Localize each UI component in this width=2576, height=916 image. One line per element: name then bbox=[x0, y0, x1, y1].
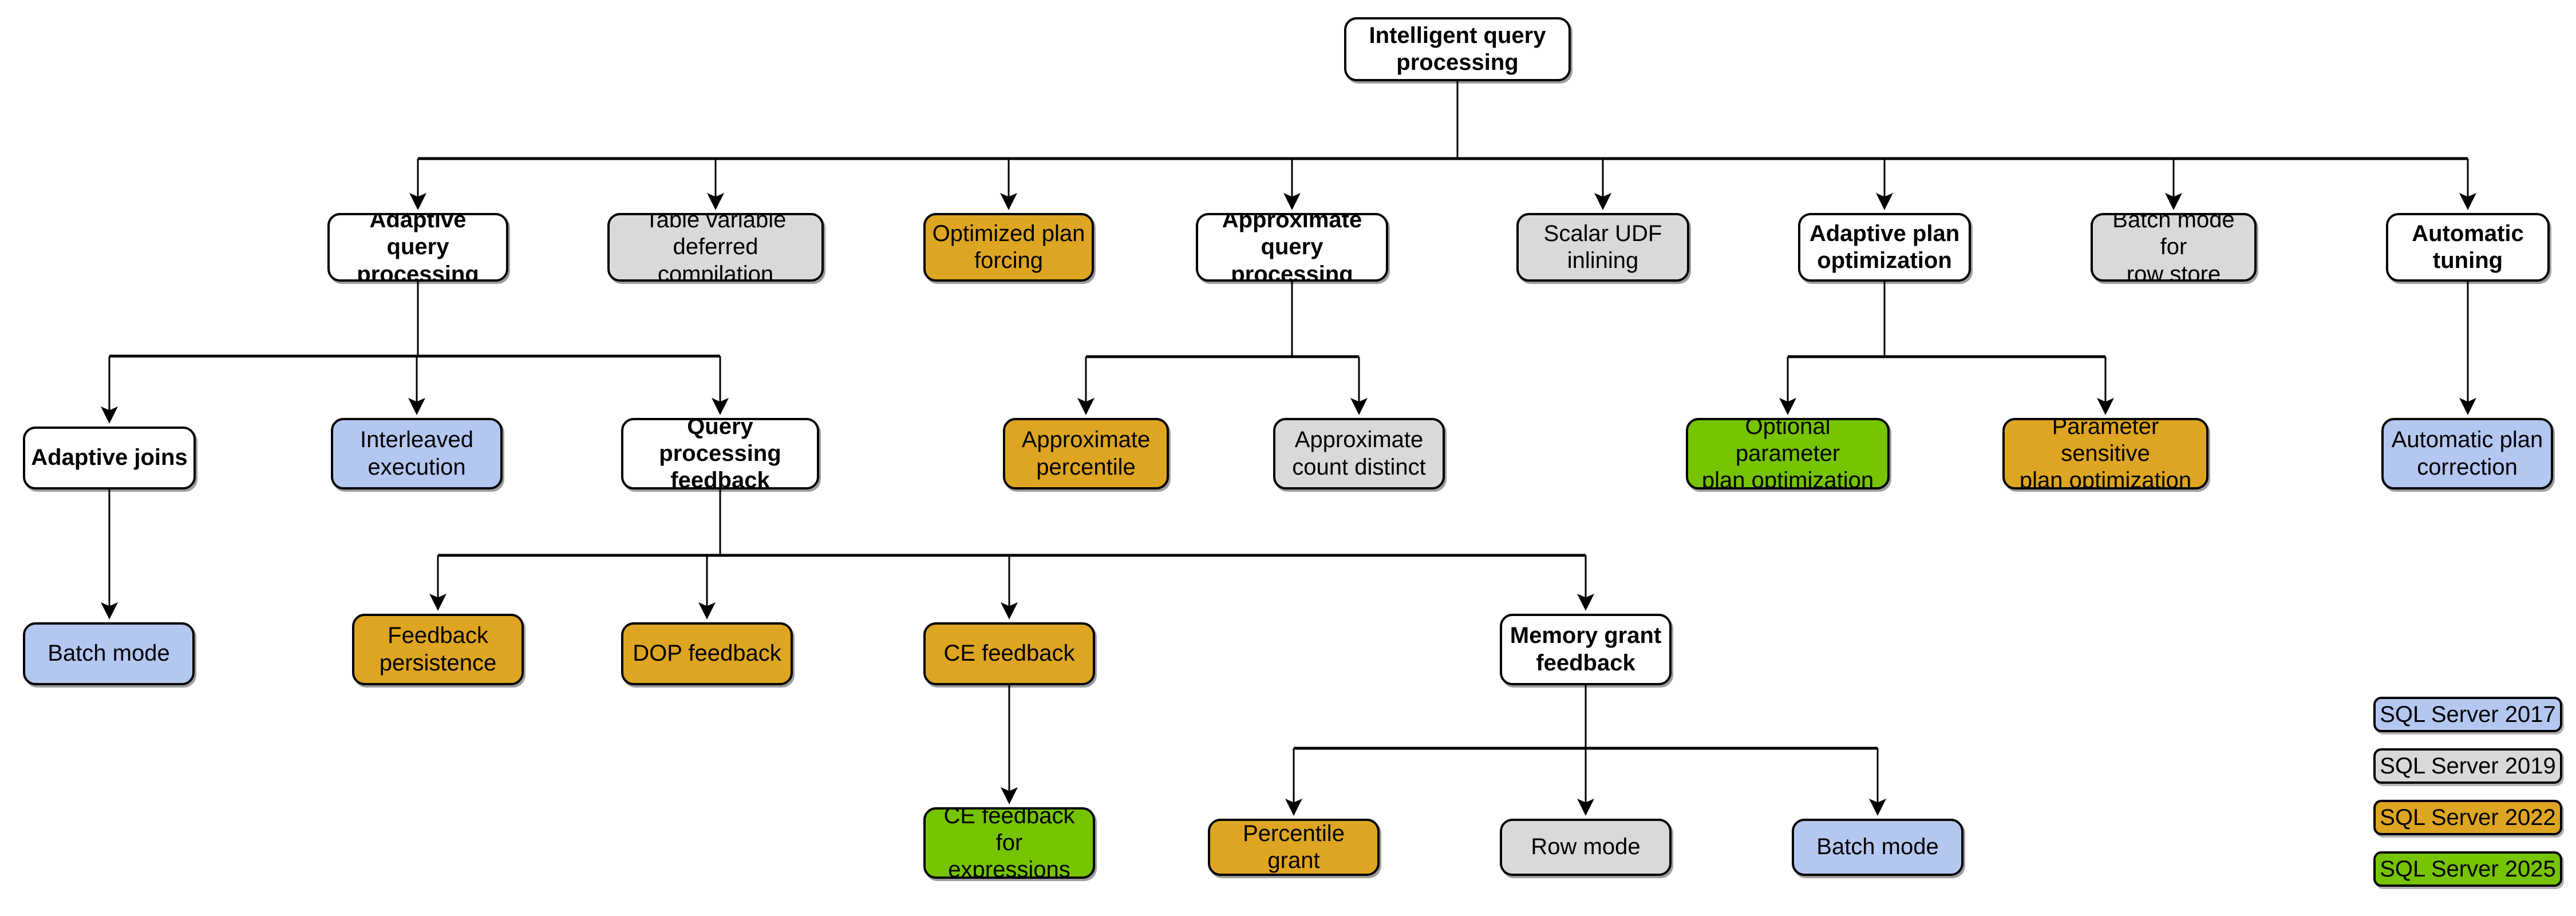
node-label: Batch mode bbox=[1816, 834, 1939, 860]
node-label: Optional parameter plan optimization bbox=[1701, 418, 1874, 489]
node-label: Memory grant feedback bbox=[1510, 623, 1662, 676]
node-oppo[interactable]: Optional parameter plan optimization bbox=[1686, 418, 1890, 489]
legend-label: SQL Server 2022 bbox=[2380, 804, 2556, 830]
node-iqp[interactable]: Intelligent query processing bbox=[1344, 17, 1571, 81]
node-bmode1[interactable]: Batch mode bbox=[23, 622, 195, 685]
legend-label: SQL Server 2017 bbox=[2380, 701, 2556, 727]
node-bmode2[interactable]: Batch mode bbox=[1792, 819, 1963, 876]
node-label: Intelligent query processing bbox=[1369, 22, 1546, 75]
node-label: Parameter sensitive plan optimization bbox=[2019, 418, 2192, 489]
node-psp[interactable]: Parameter sensitive plan optimization bbox=[2002, 418, 2208, 489]
node-cefb[interactable]: CE feedback bbox=[923, 622, 1095, 685]
node-label: Batch mode bbox=[48, 641, 170, 666]
node-label: Adaptive plan optimization bbox=[1809, 220, 1960, 273]
legend-item-sql-server-2025: SQL Server 2025 bbox=[2373, 851, 2562, 887]
node-mgf[interactable]: Memory grant feedback bbox=[1500, 614, 1672, 685]
legend-label: SQL Server 2025 bbox=[2380, 856, 2556, 882]
node-label: Percentile grant bbox=[1243, 820, 1345, 873]
node-label: DOP feedback bbox=[633, 641, 781, 666]
node-label: Optimized plan forcing bbox=[932, 220, 1085, 273]
legend-item-sql-server-2019: SQL Server 2019 bbox=[2373, 748, 2562, 784]
legend-item-sql-server-2017: SQL Server 2017 bbox=[2373, 697, 2562, 732]
node-autot[interactable]: Automatic tuning bbox=[2386, 213, 2550, 282]
node-label: Scalar UDF inlining bbox=[1543, 220, 1662, 273]
node-apq[interactable]: Approximate query processing bbox=[1196, 213, 1388, 282]
node-label: Adaptive joins bbox=[31, 445, 188, 471]
node-label: Feedback persistence bbox=[379, 623, 497, 676]
node-bmrs[interactable]: Batch mode for row store bbox=[2091, 213, 2257, 282]
node-pgrant[interactable]: Percentile grant bbox=[1208, 819, 1380, 876]
node-dopf[interactable]: DOP feedback bbox=[621, 622, 793, 685]
node-label: Approximate query processing bbox=[1222, 213, 1362, 282]
node-label: CE feedback bbox=[943, 641, 1075, 666]
node-label: Batch mode for row store bbox=[2112, 213, 2235, 282]
node-label: Approximate count distinct bbox=[1292, 427, 1426, 480]
legend-item-sql-server-2022: SQL Server 2022 bbox=[2373, 800, 2562, 835]
node-apc[interactable]: Automatic plan correction bbox=[2381, 418, 2553, 489]
node-label: Approximate percentile bbox=[1021, 427, 1151, 480]
node-acd[interactable]: Approximate count distinct bbox=[1273, 418, 1445, 489]
legend-label: SQL Server 2019 bbox=[2380, 753, 2556, 779]
node-tvdc[interactable]: Table variable deferred compilation bbox=[607, 213, 824, 282]
node-label: CE feedback for expressions bbox=[943, 807, 1075, 879]
node-ilex[interactable]: Interleaved execution bbox=[331, 418, 503, 489]
node-rmode[interactable]: Row mode bbox=[1500, 819, 1672, 876]
node-label: Query processing feedback bbox=[659, 418, 781, 489]
node-label: Table variable deferred compilation bbox=[645, 213, 787, 282]
node-label: Row mode bbox=[1531, 834, 1641, 860]
node-opf[interactable]: Optimized plan forcing bbox=[923, 213, 1094, 282]
node-ajoin[interactable]: Adaptive joins bbox=[23, 427, 196, 489]
node-label: Adaptive query processing bbox=[357, 213, 479, 282]
node-aqp[interactable]: Adaptive query processing bbox=[327, 213, 508, 282]
node-cefe[interactable]: CE feedback for expressions bbox=[923, 807, 1095, 879]
node-apct[interactable]: Approximate percentile bbox=[1003, 418, 1169, 489]
node-apo[interactable]: Adaptive plan optimization bbox=[1798, 213, 1971, 282]
node-fbp[interactable]: Feedback persistence bbox=[352, 614, 524, 685]
node-label: Automatic plan correction bbox=[2391, 427, 2543, 480]
node-udf[interactable]: Scalar UDF inlining bbox=[1516, 213, 1689, 282]
node-qpf[interactable]: Query processing feedback bbox=[621, 418, 819, 489]
node-label: Automatic tuning bbox=[2412, 220, 2524, 273]
node-label: Interleaved execution bbox=[360, 427, 473, 480]
